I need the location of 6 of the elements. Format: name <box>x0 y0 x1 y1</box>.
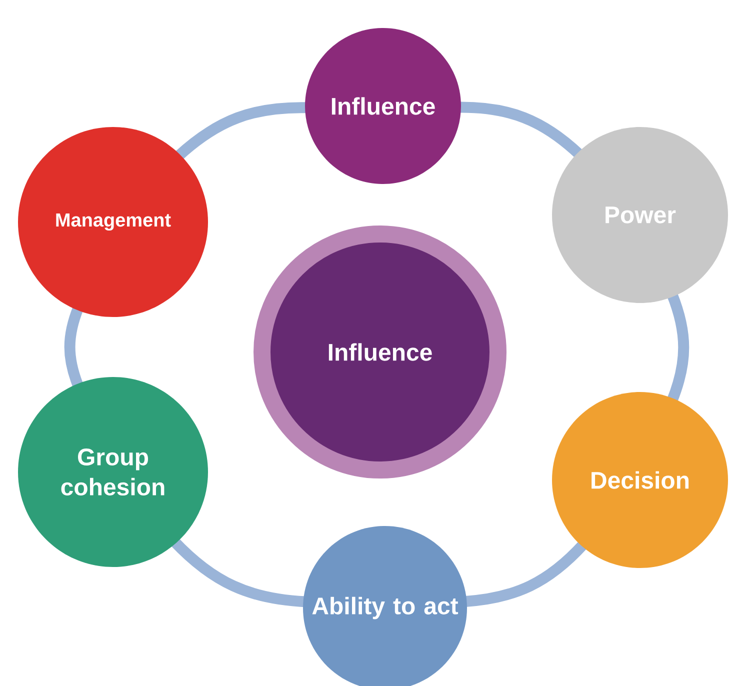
ring-arc <box>458 102 584 159</box>
ring-arc <box>463 540 588 608</box>
ring-arc <box>174 102 308 161</box>
ring-arc <box>666 292 690 403</box>
ring-arc <box>64 306 84 388</box>
ring-arc <box>170 537 306 608</box>
